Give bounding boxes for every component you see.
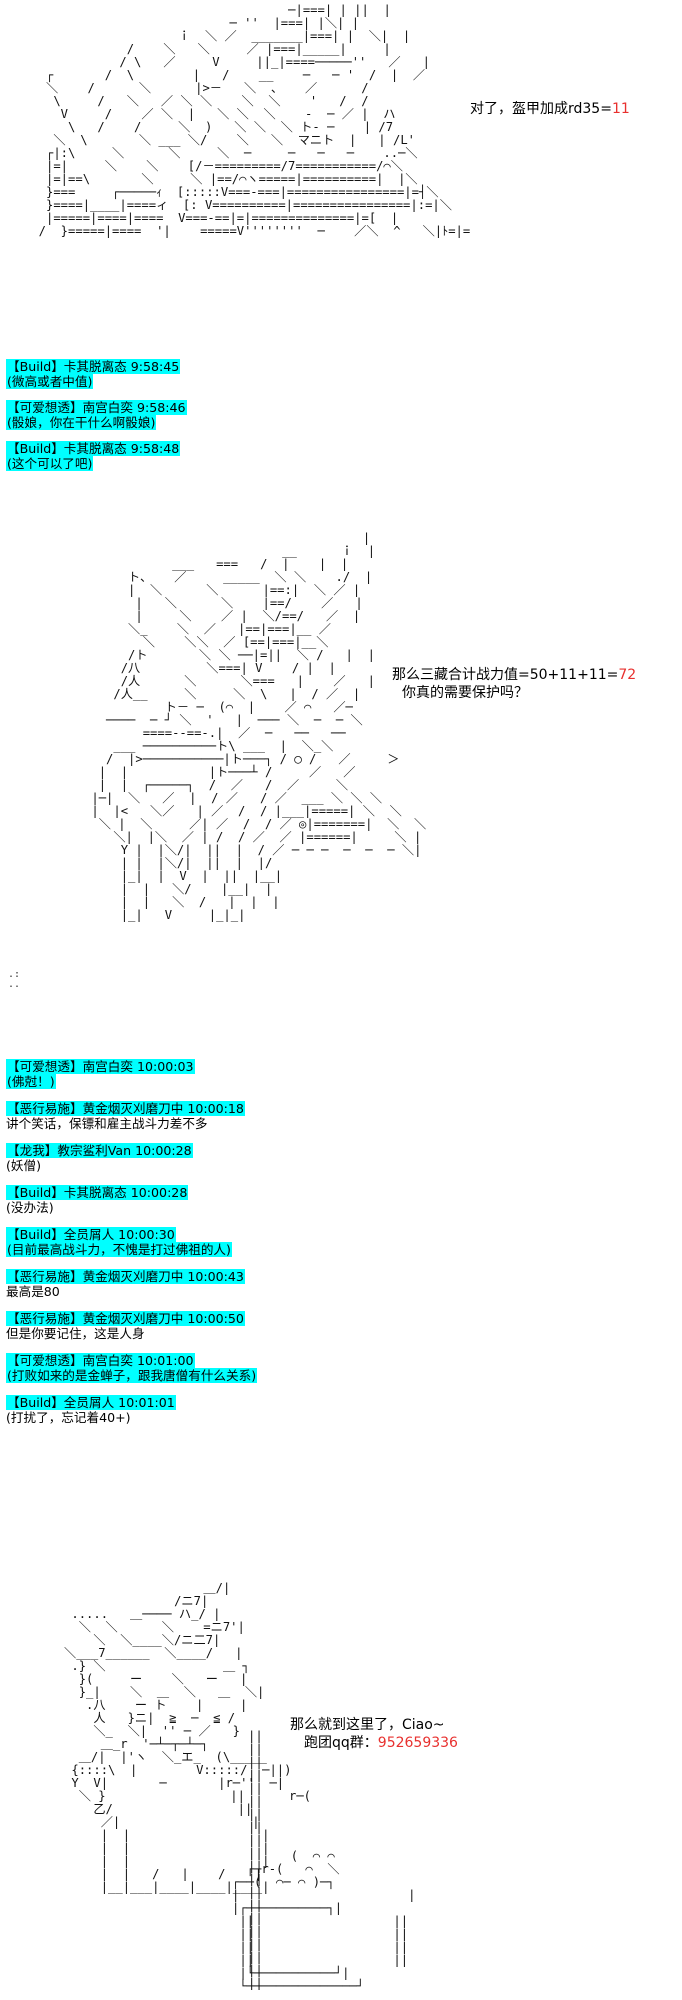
chat-line: (这个可以了吧) bbox=[6, 456, 94, 471]
speech-farewell: 那么就到这里了，Ciao~ 跑团qq群：952659336 bbox=[290, 1716, 458, 1752]
speech-combat-text: 那么三藏合计战力值=50+11+11= bbox=[392, 667, 619, 683]
chat-line: 【Build】卡其脱离态 9:58:45 bbox=[6, 359, 181, 374]
chat-line: 【Build】卡其脱离态 10:00:28 bbox=[6, 1185, 189, 1200]
chat-line: (微高或者中值) bbox=[6, 374, 94, 389]
chat-line: 【Build】全员屑人 10:01:01 bbox=[6, 1395, 176, 1410]
staff-art: || || || || || || || || || || || || || |… bbox=[248, 1729, 263, 1990]
speech-armor-text: 对了，盔甲加成rd35= bbox=[470, 101, 612, 117]
speech-farewell-text: 那么就到这里了，Ciao~ bbox=[290, 1717, 445, 1733]
chat-line: (佛尅！) bbox=[6, 1074, 56, 1089]
speech-armor-value: 11 bbox=[611, 101, 630, 117]
speech-qq-number: 952659336 bbox=[377, 1735, 458, 1751]
ellipsis-marks: .: .. bbox=[8, 969, 21, 990]
speech-armor-bonus: 对了，盔甲加成rd35=11 bbox=[470, 100, 630, 118]
chat-line: 【可爱想透】南宫白奕 10:01:00 bbox=[6, 1353, 195, 1368]
chat-line: 【Build】全员屑人 10:00:30 bbox=[6, 1227, 176, 1242]
chat-line: 【可爱想透】南宫白奕 9:58:46 bbox=[6, 400, 187, 415]
chat-line: 【恶行易施】黄金烟灭刈磨刀中 10:00:18 bbox=[6, 1101, 245, 1116]
chat-line: 【Build】卡其脱离态 9:58:48 bbox=[6, 441, 181, 456]
chat-line: (打扰了，忘记着40+) bbox=[6, 1410, 131, 1425]
ascii-art-panel-2: | __ ｉ | ___ === / | | | ト、 ／ _____ ＼ ＼ … bbox=[91, 531, 427, 922]
speech-combat-value: 72 bbox=[618, 667, 637, 683]
speech-qq-label: 跑团qq群： bbox=[304, 1735, 378, 1751]
chat-line: (骰娘，你在干什么啊骰娘) bbox=[6, 415, 157, 430]
chat-log-1: 【Build】卡其脱离态 9:58:45 (微高或者中值) 【可爱想透】南宫白奕… bbox=[6, 359, 187, 471]
ascii-art-panel-1: ─|===| | || | ─ '' |===| |＼| | ｉ ＼ ／ ___… bbox=[38, 3, 471, 238]
chat-line: 【恶行易施】黄金烟灭刈磨刀中 10:00:43 bbox=[6, 1269, 245, 1284]
chat-log-2: 【可爱想透】南宫白奕 10:00:03 (佛尅！) 【恶行易施】黄金烟灭刈磨刀中… bbox=[6, 1059, 258, 1425]
chat-line: (没办法) bbox=[6, 1200, 54, 1215]
chat-line: 但是你要记住，这是人身 bbox=[6, 1326, 145, 1341]
chat-line: 最高是80 bbox=[6, 1284, 60, 1299]
chat-line: 【龙我】教宗鲨利Van 10:00:28 bbox=[6, 1143, 193, 1158]
chat-line: (妖僧) bbox=[6, 1158, 42, 1173]
chat-line: (目前最高战斗力，不愧是打过佛祖的人) bbox=[6, 1242, 232, 1257]
speech-combat-power: 那么三藏合计战力值=50+11+11=72 你真的需要保护吗？ bbox=[392, 666, 636, 702]
chat-line: 讲个笑话，保镖和雇主战斗力差不多 bbox=[6, 1116, 208, 1131]
chat-line: 【恶行易施】黄金烟灭刈磨刀中 10:00:50 bbox=[6, 1311, 245, 1326]
speech-protection-question: 你真的需要保护吗？ bbox=[402, 685, 528, 701]
pot-art: ( ⌒ ⌒ ┌─r-( ⌒ ＼ ┌──( ⌒─ ⌒ )─┐ | | |┌────… bbox=[232, 1849, 416, 1993]
chat-line: (打败如来的是金蝉子，跟我唐僧有什么关系) bbox=[6, 1368, 258, 1383]
ascii-art-panel-3: ＿/| /ニ7| ..... ＿──── ハ_/ | ＼ ＼ ＼ =ニ7'| ＼… bbox=[64, 1581, 312, 1894]
chat-line: 【可爱想透】南宫白奕 10:00:03 bbox=[6, 1059, 195, 1074]
